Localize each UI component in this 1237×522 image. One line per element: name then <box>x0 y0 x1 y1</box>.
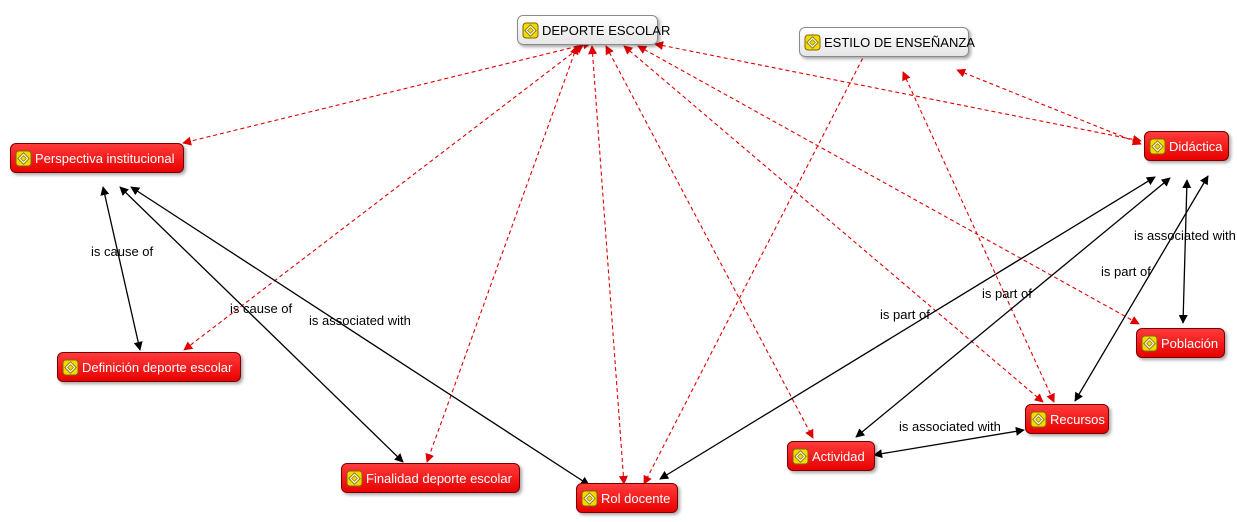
node-label: Población <box>1161 335 1219 351</box>
edge-label: is part of <box>880 307 930 322</box>
edge-deporte-perspectiva <box>182 40 592 146</box>
edge-didactica-poblacion <box>1178 179 1192 324</box>
edge-label: is associated with <box>309 313 411 328</box>
diamond-icon <box>792 448 812 465</box>
edge-label: is part of <box>982 286 1032 301</box>
edge-definicion-perspectiva <box>100 186 143 351</box>
node-definicion[interactable]: Definición deporte escolar <box>57 352 241 382</box>
node-deporte[interactable]: DEPORTE ESCOLAR <box>517 15 670 45</box>
edge-perspectiva-rol <box>130 186 590 486</box>
diamond-icon <box>15 150 35 167</box>
node-label: Finalidad deporte escolar <box>366 470 512 486</box>
edges-layer <box>100 40 1209 486</box>
edge-label: is associated with <box>1134 228 1236 243</box>
edge-deporte-didactica <box>654 41 1142 144</box>
edge-actividad-recursos <box>873 426 1025 459</box>
node-finalidad[interactable]: Finalidad deporte escolar <box>341 463 520 493</box>
diamond-icon <box>62 359 82 376</box>
node-label: Didáctica <box>1169 138 1223 154</box>
diamond-icon <box>1141 335 1161 352</box>
node-estilo[interactable]: ESTILO DE ENSEÑANZA <box>799 27 975 57</box>
edge-label: is associated with <box>899 419 1001 434</box>
node-rol[interactable]: Rol docente <box>576 483 678 513</box>
edge-deporte-rol <box>588 45 628 485</box>
edge-estilo-didactica <box>956 68 1142 146</box>
node-perspectiva[interactable]: Perspectiva institucional <box>10 143 184 173</box>
diamond-icon <box>346 470 366 487</box>
node-actividad[interactable]: Actividad <box>787 441 875 471</box>
edge-deporte-recursos <box>623 45 1044 403</box>
node-recursos[interactable]: Recursos <box>1025 404 1109 434</box>
diamond-icon <box>581 490 601 507</box>
edge-deporte-finalidad <box>425 45 579 463</box>
node-label: Rol docente <box>601 490 671 506</box>
diamond-icon <box>522 22 542 39</box>
node-label: Perspectiva institucional <box>35 150 175 166</box>
node-label: ESTILO DE ENSEÑANZA <box>824 34 975 50</box>
edge-estilo-recursos <box>902 71 1055 403</box>
diamond-icon <box>1030 411 1050 428</box>
node-didactica[interactable]: Didáctica <box>1144 131 1229 161</box>
node-label: DEPORTE ESCOLAR <box>542 22 671 38</box>
edge-label: is cause of <box>230 301 293 316</box>
node-label: Recursos <box>1050 411 1105 427</box>
edge-recursos-didactica <box>1074 175 1209 402</box>
node-label: Definición deporte escolar <box>82 359 233 375</box>
edge-labels-layer: is cause of is cause of is associated with… <box>91 228 1236 434</box>
edge-deporte-actividad <box>605 45 814 439</box>
node-poblacion[interactable]: Población <box>1136 328 1225 358</box>
edge-deporte-poblacion <box>637 45 1140 325</box>
diamond-icon <box>804 34 824 51</box>
edge-label: is part of <box>1101 264 1151 279</box>
edge-label: is cause of <box>91 244 154 259</box>
diamond-icon <box>1149 138 1169 155</box>
node-label: Actividad <box>812 448 865 464</box>
